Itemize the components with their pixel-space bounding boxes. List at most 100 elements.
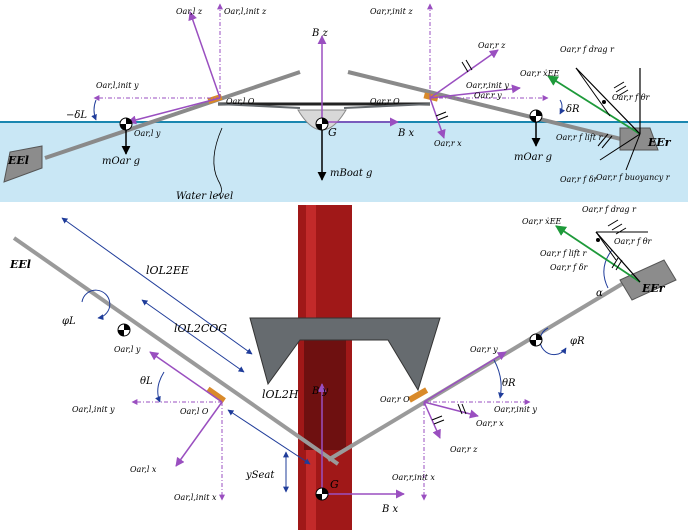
- parallel-marks-top-right: [461, 59, 473, 73]
- angle-arc-delta-l: [91, 99, 97, 121]
- label-z-oar-r-init: Oar,r,init z: [370, 7, 413, 16]
- oar-shaft-left-rear: [44, 70, 301, 160]
- dim-ol2cog: [141, 299, 245, 373]
- label-theta-r: θR: [502, 378, 516, 389]
- label-O-oar-r-top: Oar,r O: [380, 395, 410, 404]
- label-EE-l-top: EEl: [9, 258, 31, 271]
- label-x-oar-l-top: Oar,l x: [130, 465, 157, 474]
- axis-x-oar-r: [429, 97, 446, 139]
- label-y-oar-r-top: Oar,r y: [470, 345, 498, 354]
- label-f-buoyancy-rear: Oar,r f buoyancy r: [596, 173, 671, 182]
- oar-blade-left-rear: [3, 145, 43, 183]
- label-f-delta-rear: Oar,r f δr: [560, 175, 599, 184]
- force-marks-top-2: [611, 257, 623, 271]
- label-m-oar-r: mOar g: [514, 152, 552, 163]
- top-view-panel: EEl lOL2EE lOL2COG lOL2H φL θL Oar,l y O…: [9, 205, 677, 530]
- cog-marker-boat-top: [315, 487, 329, 501]
- velocity-arrow-ee-r: [547, 75, 641, 135]
- label-z-oar-r-top: Oar,r z: [450, 445, 478, 454]
- force-marks-1: [613, 81, 629, 97]
- label-G-rear: G: [328, 126, 337, 139]
- label-x-oar-r-top: Oar,r x: [476, 419, 504, 428]
- cog-marker-boat-rear: [315, 117, 329, 131]
- force-lift-line-top: [595, 231, 617, 261]
- axis-x-oar-l-top: [175, 401, 223, 467]
- label-y-oar-l-init-top: Oar,l,init y: [72, 405, 115, 414]
- label-O-oar-l: Oar,l O: [226, 97, 255, 106]
- label-water-level: Water level: [176, 191, 233, 202]
- label-f-theta-rear: Oar,r f θr: [612, 93, 651, 102]
- label-x-oar-r: Oar,r x: [434, 139, 462, 148]
- label-z-boat: B z: [311, 28, 329, 39]
- label-z-oar-l: Oar,l z: [176, 7, 203, 16]
- label-f-lift-rear: Oar,r f lift r: [556, 133, 604, 142]
- axis-y-oar-l-top: [149, 351, 223, 403]
- label-x-dot-ee-top: Oar,r ẋEE: [522, 217, 562, 226]
- label-x-boat-top: B x: [381, 504, 399, 515]
- right-angle-mark-top: [596, 238, 600, 242]
- angle-arc-alpha: [603, 249, 613, 289]
- force-drag-line-top: [595, 231, 641, 283]
- label-z-oar-r: Oar,r z: [478, 41, 506, 50]
- label-O-oar-r: Oar,r O: [370, 97, 400, 106]
- parallel-marks-bottom-right-2: [431, 415, 445, 425]
- angle-arc-theta-r: [493, 359, 504, 399]
- axis-x-oar-r-top: [423, 401, 479, 419]
- right-angle-mark: [602, 100, 606, 104]
- label-theta-l: θL: [140, 376, 153, 387]
- cog-marker-left-oar: [119, 117, 133, 131]
- label-l-ol2cog: lOL2COG: [174, 322, 227, 335]
- force-marks-2: [597, 133, 613, 149]
- cog-marker-left-oar-top: [117, 323, 131, 337]
- label-y-seat: ySeat: [245, 470, 275, 481]
- label-z-oar-l-init: Oar,l,init z: [224, 7, 267, 16]
- oar-collar-left-top: [206, 386, 226, 404]
- label-delta-r: δR: [566, 104, 580, 115]
- water-level-leader: [213, 127, 223, 197]
- angle-arc-theta-l: [155, 371, 165, 403]
- axis-y-oar-l: [127, 97, 221, 125]
- label-m-boat: mBoat g: [330, 168, 372, 179]
- rigger-arm-right: [343, 103, 431, 109]
- label-x-boat-rear: B x: [397, 128, 415, 139]
- label-O-oar-l-top: Oar,l O: [180, 407, 209, 416]
- label-y-oar-l-init: Oar,l,init y: [96, 81, 139, 90]
- label-f-lift-top: Oar,r f lift r: [540, 249, 588, 258]
- label-G-top: G: [330, 478, 339, 491]
- label-phi-l: φL: [62, 316, 76, 327]
- parallel-marks-top-right-2: [435, 111, 449, 121]
- label-y-oar-r-init: Oar,r,init y: [466, 81, 509, 90]
- rotation-arc-phi-r: [539, 327, 567, 356]
- force-delta-line: [599, 133, 641, 161]
- label-y-oar-r: Oar,r y: [474, 91, 502, 100]
- label-y-oar-l: Oar,l y: [134, 129, 161, 138]
- force-buoyancy-line: [625, 133, 641, 171]
- oar-blade-right-top: [619, 259, 677, 301]
- force-lift-line: [575, 67, 611, 117]
- angle-arc-delta-r: [559, 99, 566, 115]
- label-phi-r: φR: [570, 336, 585, 347]
- label-m-oar-l: mOar g: [102, 156, 140, 167]
- label-l-ol2h: lOL2H: [262, 388, 299, 401]
- axis-y-oar-r-top: [423, 351, 507, 403]
- dim-ol2h: [227, 409, 311, 465]
- label-x-oar-l-init-top: Oar,l,init x: [174, 493, 217, 502]
- label-x-oar-r-init-top: Oar,r,init x: [392, 473, 435, 482]
- label-f-theta-top: Oar,r f θr: [614, 237, 653, 246]
- cog-marker-right-oar: [529, 109, 543, 123]
- label-EE-r-rear: EEr: [647, 136, 672, 149]
- label-EE-r-top: EEr: [641, 282, 666, 295]
- parallel-marks-bottom-right: [457, 403, 467, 415]
- rigger-arm-left: [217, 103, 301, 109]
- label-y-boat: B y: [311, 386, 329, 397]
- axis-y-oar-r: [429, 84, 521, 99]
- rotation-arc-phi-l: [81, 289, 111, 321]
- axis-z-oar-r: [429, 49, 499, 99]
- force-marks-top: [607, 219, 627, 235]
- label-y-oar-r-init-top: Oar,r,init y: [494, 405, 537, 414]
- rigger-frame: [249, 317, 441, 392]
- label-y-oar-l-top: Oar,l y: [114, 345, 141, 354]
- label-l-ol2ee: lOL2EE: [146, 264, 189, 277]
- oar-collar-right-top: [407, 387, 429, 403]
